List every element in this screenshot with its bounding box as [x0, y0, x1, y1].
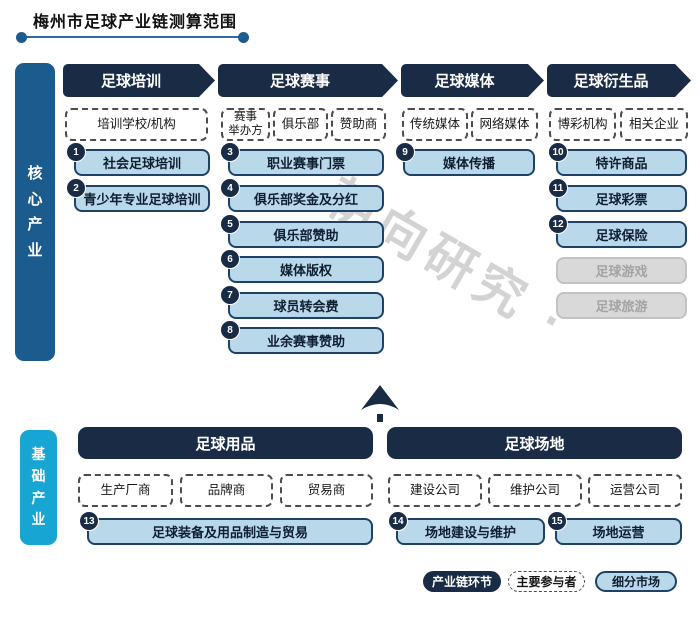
segment-club-bonus-dividends: 4 俱乐部奖金及分红 [220, 178, 384, 212]
up-arrow-icon [361, 385, 399, 427]
segment-media-communication: 9 媒体传播 [395, 142, 535, 176]
legend-chain-link: 产业链环节 [423, 571, 501, 592]
participant-betting-agencies: 博彩机构 [549, 108, 616, 141]
participant-construction-companies: 建设公司 [388, 474, 482, 507]
segment-youth-professional-training: 2 青少年专业足球培训 [66, 178, 210, 212]
segment-football-insurance: 12 足球保险 [548, 214, 687, 248]
segment-label: 足球彩票 [595, 192, 648, 207]
segment-label: 业余赛事赞助 [266, 334, 345, 349]
segment-label: 场地运营 [592, 525, 645, 540]
participant-traditional-media: 传统媒体 [402, 108, 468, 141]
participant-related-companies: 相关企业 [620, 108, 688, 141]
segment-number-badge: 3 [220, 142, 240, 162]
legend-main-participant: 主要参与者 [508, 571, 585, 592]
segment-label: 足球游戏 [595, 264, 648, 279]
page-title: 梅州市足球产业链测算范围 [33, 14, 238, 31]
header-football-goods: 足球用品 [78, 427, 373, 459]
legend-market-segment: 细分市场 [595, 571, 677, 592]
segment-media-rights: 6 媒体版权 [220, 249, 384, 283]
segment-number-badge: 7 [220, 285, 240, 305]
segment-player-transfer-fees: 7 球员转会费 [220, 285, 384, 319]
segment-equipment-manufacturing-trade: 13 足球装备及用品制造与贸易 [79, 511, 373, 545]
participant-manufacturers: 生产厂商 [78, 474, 173, 507]
segment-number-badge: 14 [388, 511, 408, 531]
segment-label: 青少年专业足球培训 [83, 192, 201, 207]
segment-number-badge: 8 [220, 320, 240, 340]
segment-number-badge: 13 [79, 511, 99, 531]
header-football-media: 足球媒体 [401, 64, 544, 97]
segment-number-badge: 4 [220, 178, 240, 198]
participant-traders: 贸易商 [280, 474, 373, 507]
participant-clubs: 俱乐部 [273, 108, 328, 141]
participant-operation-companies: 运营公司 [588, 474, 682, 507]
base-industry-sidebar: 基础产业 [20, 430, 57, 545]
segment-number-badge: 2 [66, 178, 86, 198]
header-football-venues: 足球场地 [387, 427, 682, 459]
segment-label: 足球保险 [595, 228, 648, 243]
segment-number-badge: 11 [548, 178, 568, 198]
segment-number-badge: 9 [395, 142, 415, 162]
segment-number-badge: 1 [66, 142, 86, 162]
segment-number-badge: 6 [220, 249, 240, 269]
segment-label: 场地建设与维护 [424, 525, 516, 540]
segment-number-badge: 12 [548, 214, 568, 234]
participant-brand-owners: 品牌商 [180, 474, 273, 507]
segment-label: 俱乐部赞助 [273, 228, 339, 243]
participant-sponsors: 赞助商 [331, 108, 386, 141]
participant-training-schools: 培训学校/机构 [65, 108, 208, 141]
segment-label: 媒体版权 [279, 263, 332, 278]
segment-football-tourism-excluded: 足球旅游 [556, 292, 687, 319]
segment-number-badge: 10 [548, 142, 568, 162]
segment-professional-match-tickets: 3 职业赛事门票 [220, 142, 384, 176]
segment-label: 球员转会费 [273, 299, 339, 314]
segment-label: 俱乐部奖金及分红 [253, 192, 358, 207]
header-football-training: 足球培训 [63, 64, 215, 97]
segment-number-badge: 15 [547, 511, 567, 531]
segment-football-lottery: 11 足球彩票 [548, 178, 687, 212]
segment-label: 足球旅游 [595, 299, 648, 314]
segment-club-sponsorship: 5 俱乐部赞助 [220, 214, 384, 248]
participant-online-media: 网络媒体 [471, 108, 538, 141]
header-football-derivatives: 足球衍生品 [547, 64, 691, 97]
segment-label: 职业赛事门票 [266, 156, 345, 171]
segment-licensed-merchandise: 10 特许商品 [548, 142, 687, 176]
segment-venue-construction-maintenance: 14 场地建设与维护 [388, 511, 545, 545]
header-football-events: 足球赛事 [218, 64, 398, 97]
segment-label: 足球装备及用品制造与贸易 [151, 525, 308, 540]
segment-label: 社会足球培训 [102, 156, 181, 171]
participant-maintenance-companies: 维护公司 [488, 474, 582, 507]
base-industry-sidebar-label: 基础产业 [31, 446, 46, 528]
segment-social-football-training: 1 社会足球培训 [66, 142, 210, 176]
segment-label: 媒体传播 [442, 156, 495, 171]
core-industry-sidebar: 核心产业 [15, 63, 55, 361]
title-underline-dot-left [16, 32, 27, 43]
segment-amateur-event-sponsorship: 8 业余赛事赞助 [220, 320, 384, 354]
title-underline-dot-right [238, 32, 249, 43]
segment-football-games-excluded: 足球游戏 [556, 257, 687, 284]
segment-label: 特许商品 [595, 156, 648, 171]
participant-event-organizers: 赛事 举办方 [221, 108, 270, 141]
title-underline [21, 36, 244, 38]
core-industry-sidebar-label: 核心产业 [27, 165, 43, 259]
segment-number-badge: 5 [220, 214, 240, 234]
segment-venue-operation: 15 场地运营 [547, 511, 682, 545]
